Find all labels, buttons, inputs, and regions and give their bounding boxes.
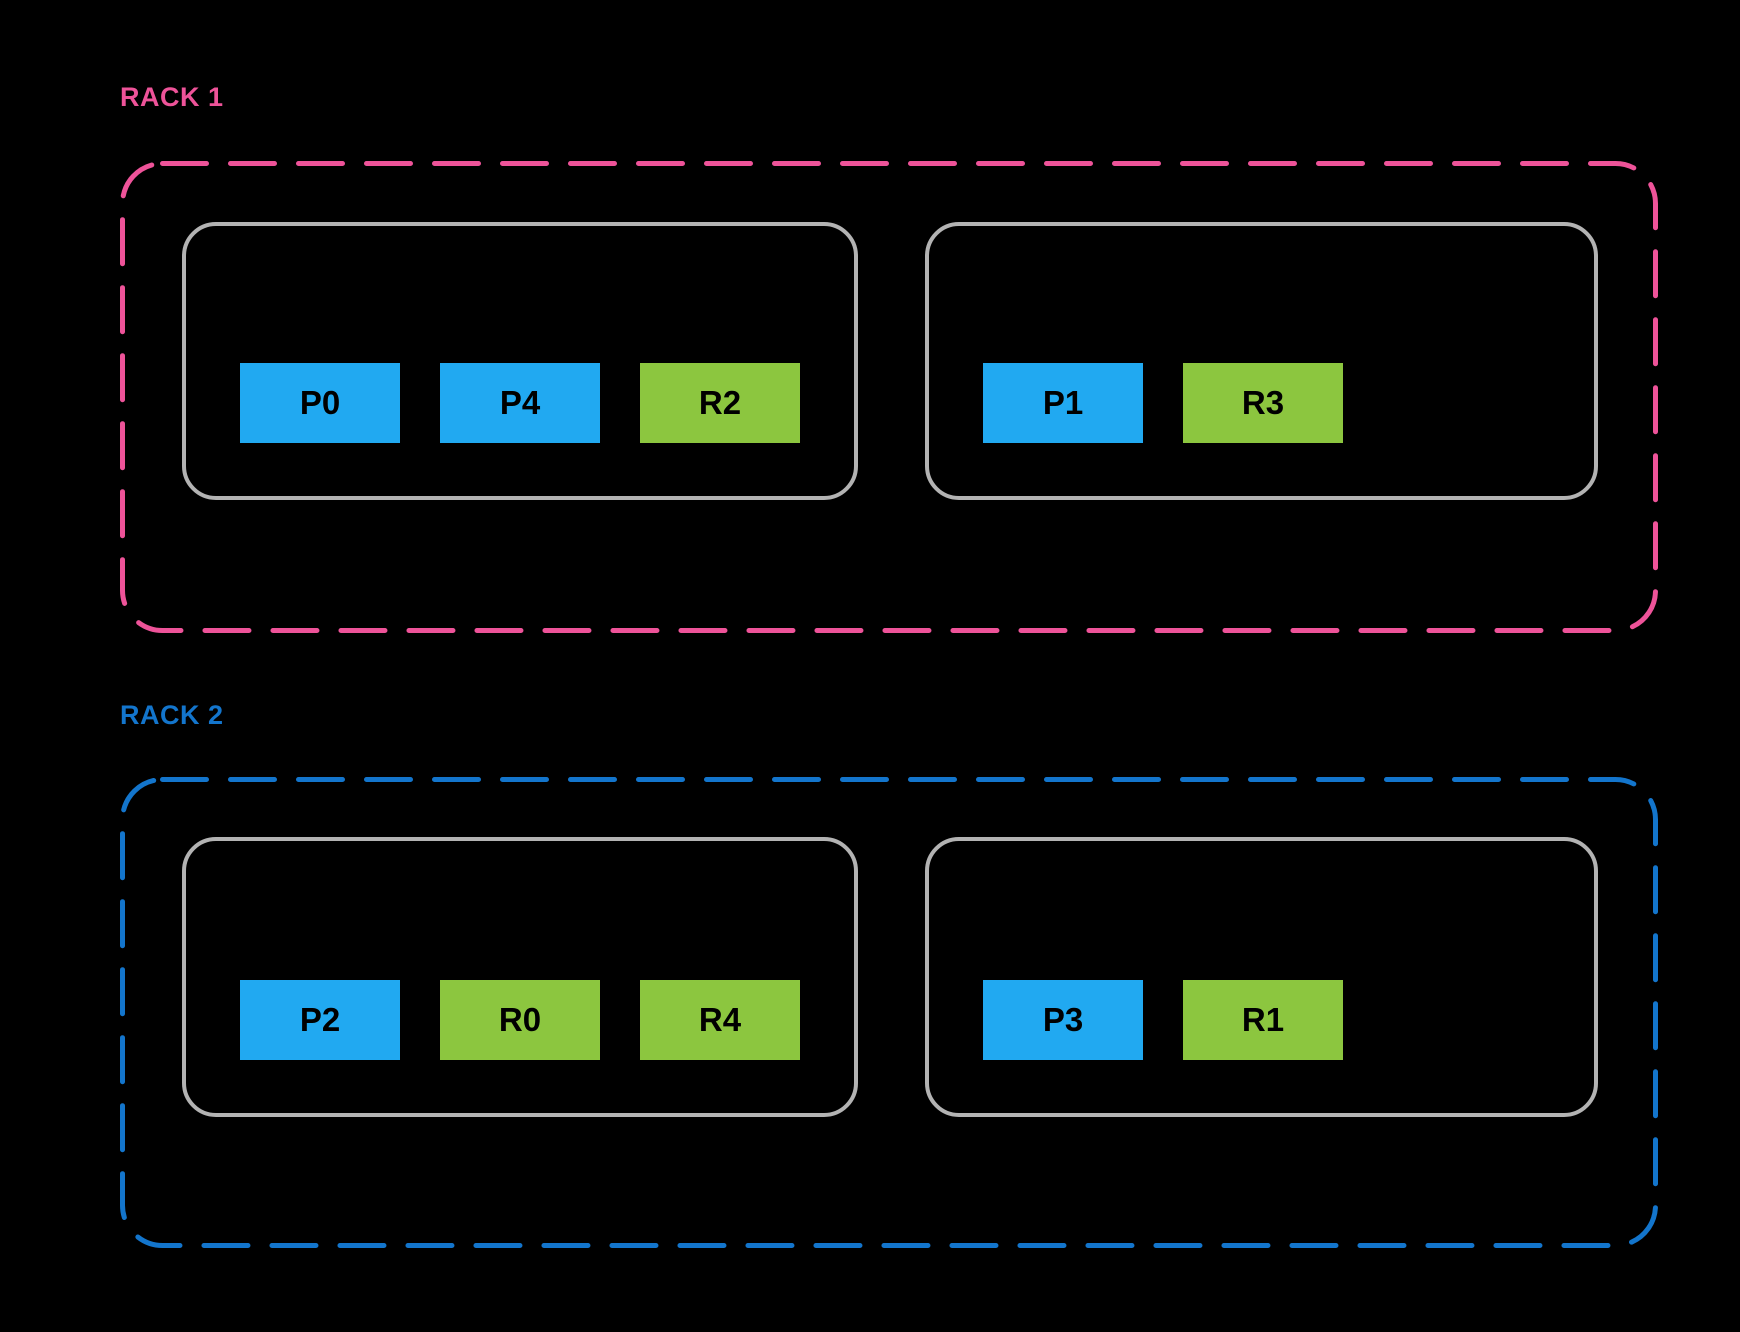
rack-1-node-1-blocks: P0 P4 R2 xyxy=(240,363,800,443)
rack-1-border-rect xyxy=(120,161,1658,633)
block-p2: P2 xyxy=(240,980,400,1060)
rack-1-node-1: P0 P4 R2 xyxy=(182,222,858,500)
block-r0: R0 xyxy=(440,980,600,1060)
rack-2-node-1-blocks: P2 R0 R4 xyxy=(240,980,800,1060)
rack-2-node-2-blocks: P3 R1 xyxy=(983,980,1343,1060)
rack-2-node-1: P2 R0 R4 xyxy=(182,837,858,1117)
rack-2-dashed-border xyxy=(120,777,1658,1248)
rack-2-label: RACK 2 xyxy=(120,700,224,730)
rack-1-label: RACK 1 xyxy=(120,82,224,112)
block-r1: R1 xyxy=(1183,980,1343,1060)
rack-1-node-2-blocks: P1 R3 xyxy=(983,363,1343,443)
block-r4: R4 xyxy=(640,980,800,1060)
rack-1-node-2: P1 R3 xyxy=(925,222,1598,500)
rack-1-dashed-border xyxy=(120,161,1658,633)
rack-2-node-2: P3 R1 xyxy=(925,837,1598,1117)
rack-2-border-rect xyxy=(120,777,1658,1248)
block-p0: P0 xyxy=(240,363,400,443)
block-r2: R2 xyxy=(640,363,800,443)
block-p4: P4 xyxy=(440,363,600,443)
block-p1: P1 xyxy=(983,363,1143,443)
block-r3: R3 xyxy=(1183,363,1343,443)
block-p3: P3 xyxy=(983,980,1143,1060)
